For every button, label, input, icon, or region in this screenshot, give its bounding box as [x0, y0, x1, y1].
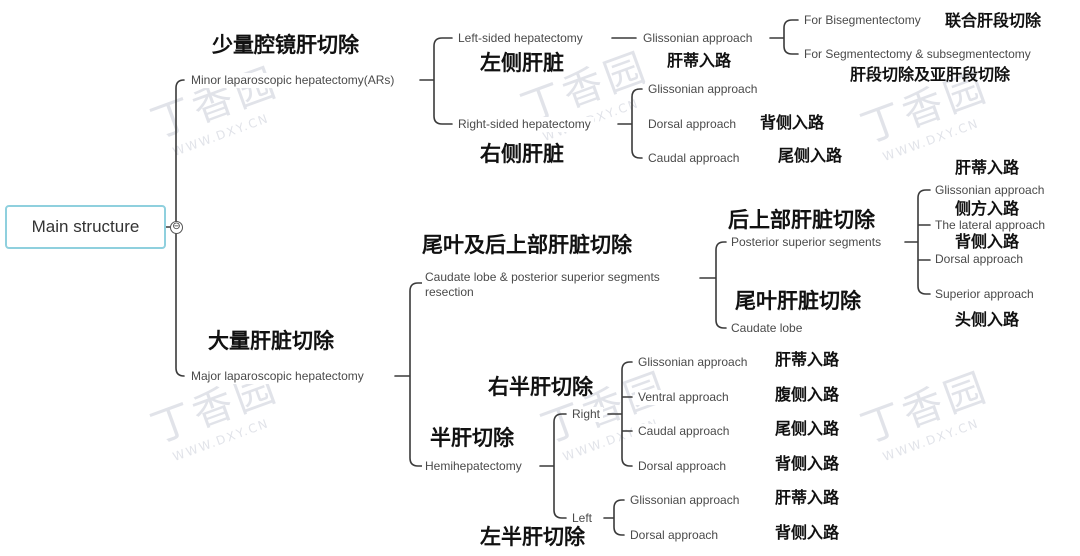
caudate-ps-label-line2: resection — [425, 285, 474, 299]
ps-zh-label: 后上部肝脏切除 — [728, 208, 875, 232]
hemi-right-caudal-node[interactable]: Caudal approach — [635, 424, 733, 439]
major-hepatectomy-node[interactable]: Major laparoscopic hepatectomy — [188, 369, 367, 384]
connector-hemi — [539, 413, 567, 519]
left-glissonian-zh-label: 肝蒂入路 — [667, 51, 732, 70]
hemi-right-ventral-zh-label: 腹侧入路 — [775, 385, 840, 404]
hemi-left-zh-label: 左半肝切除 — [480, 525, 585, 549]
right-caudal-node[interactable]: Caudal approach — [645, 151, 743, 166]
segmentectomy-node[interactable]: For Segmentectomy & subsegmentectomy — [801, 47, 1034, 62]
hemi-right-glissonian-zh-label: 肝蒂入路 — [775, 350, 840, 369]
major-zh-label: 大量肝脏切除 — [208, 329, 334, 353]
caudate-lobe-node[interactable]: Caudate lobe — [728, 321, 806, 336]
root-label: Main structure — [31, 217, 140, 236]
segmentectomy-zh-label: 肝段切除及亚肝段切除 — [850, 65, 1011, 84]
ps-lateral-zh-label: 侧方入路 — [955, 199, 1020, 218]
caudate-ps-zh-label: 尾叶及后上部肝脏切除 — [422, 233, 632, 257]
connector-right — [617, 88, 643, 159]
ps-superior-zh-label: 头侧入路 — [955, 310, 1020, 329]
hemi-left-glissonian-node[interactable]: Glissonian approach — [627, 493, 743, 508]
minor-hepatectomy-node[interactable]: Minor laparoscopic hepatectomy(ARs) — [188, 73, 398, 88]
hemi-right-node[interactable]: Right — [569, 407, 604, 422]
hemi-zh-label: 半肝切除 — [430, 426, 514, 450]
hemi-right-zh-label: 右半肝切除 — [488, 375, 593, 399]
left-sided-node[interactable]: Left-sided hepatectomy — [455, 31, 586, 46]
connector-hemi-left — [603, 499, 625, 536]
hemi-left-glissonian-zh-label: 肝蒂入路 — [775, 488, 840, 507]
hemi-left-dorsal-node[interactable]: Dorsal approach — [627, 528, 722, 543]
hemi-left-node[interactable]: Left — [569, 511, 596, 526]
hemi-left-dorsal-zh-label: 背侧入路 — [775, 523, 840, 542]
right-glissonian-node[interactable]: Glissonian approach — [645, 82, 761, 97]
posterior-superior-node[interactable]: Posterior superior segments — [728, 235, 885, 250]
right-caudal-zh-label: 尾侧入路 — [778, 146, 843, 165]
connector-minor — [419, 37, 453, 125]
right-dorsal-zh-label: 背侧入路 — [760, 113, 825, 132]
hemi-right-dorsal-node[interactable]: Dorsal approach — [635, 459, 730, 474]
minor-zh-label: 少量腔镜肝切除 — [212, 33, 359, 57]
bisegmentectomy-node[interactable]: For Bisegmentectomy — [801, 13, 924, 28]
bisegmentectomy-zh-label: 联合肝段切除 — [945, 11, 1042, 30]
root-node[interactable]: Main structure — [5, 205, 166, 249]
hemi-right-caudal-zh-label: 尾侧入路 — [775, 419, 840, 438]
caudate-ps-label-line1: Caudate lobe & posterior superior segmen… — [425, 270, 660, 284]
caudate-zh-label: 尾叶肝脏切除 — [735, 289, 861, 313]
ps-dorsal-node[interactable]: Dorsal approach — [932, 252, 1027, 267]
connector-caudate-ps — [699, 241, 727, 329]
ps-glissonian-zh-label: 肝蒂入路 — [955, 158, 1020, 177]
right-sided-zh-label: 右侧肝脏 — [480, 142, 564, 166]
right-dorsal-node[interactable]: Dorsal approach — [645, 117, 740, 132]
collapse-toggle-icon[interactable]: ⊖ — [170, 221, 183, 234]
hemihepatectomy-node[interactable]: Hemihepatectomy — [422, 459, 525, 474]
ps-lateral-node[interactable]: The lateral approach — [932, 218, 1049, 233]
caudate-ps-node[interactable]: Caudate lobe & posterior superior segmen… — [422, 270, 663, 300]
connector-hemi-right — [607, 361, 633, 467]
connector-major — [394, 282, 423, 467]
ps-superior-node[interactable]: Superior approach — [932, 287, 1037, 302]
left-glissonian-node[interactable]: Glissonian approach — [640, 31, 756, 46]
ps-glissonian-node[interactable]: Glissonian approach — [932, 183, 1048, 198]
left-sided-zh-label: 左侧肝脏 — [480, 51, 564, 75]
hemi-right-dorsal-zh-label: 背侧入路 — [775, 454, 840, 473]
hemi-right-glissonian-node[interactable]: Glissonian approach — [635, 355, 751, 370]
right-sided-node[interactable]: Right-sided hepatectomy — [455, 117, 594, 132]
connector-left-glissonian — [769, 19, 799, 55]
connector-ps — [904, 189, 931, 295]
ps-dorsal-zh-label: 背侧入路 — [955, 232, 1020, 251]
hemi-right-ventral-node[interactable]: Ventral approach — [635, 390, 732, 405]
